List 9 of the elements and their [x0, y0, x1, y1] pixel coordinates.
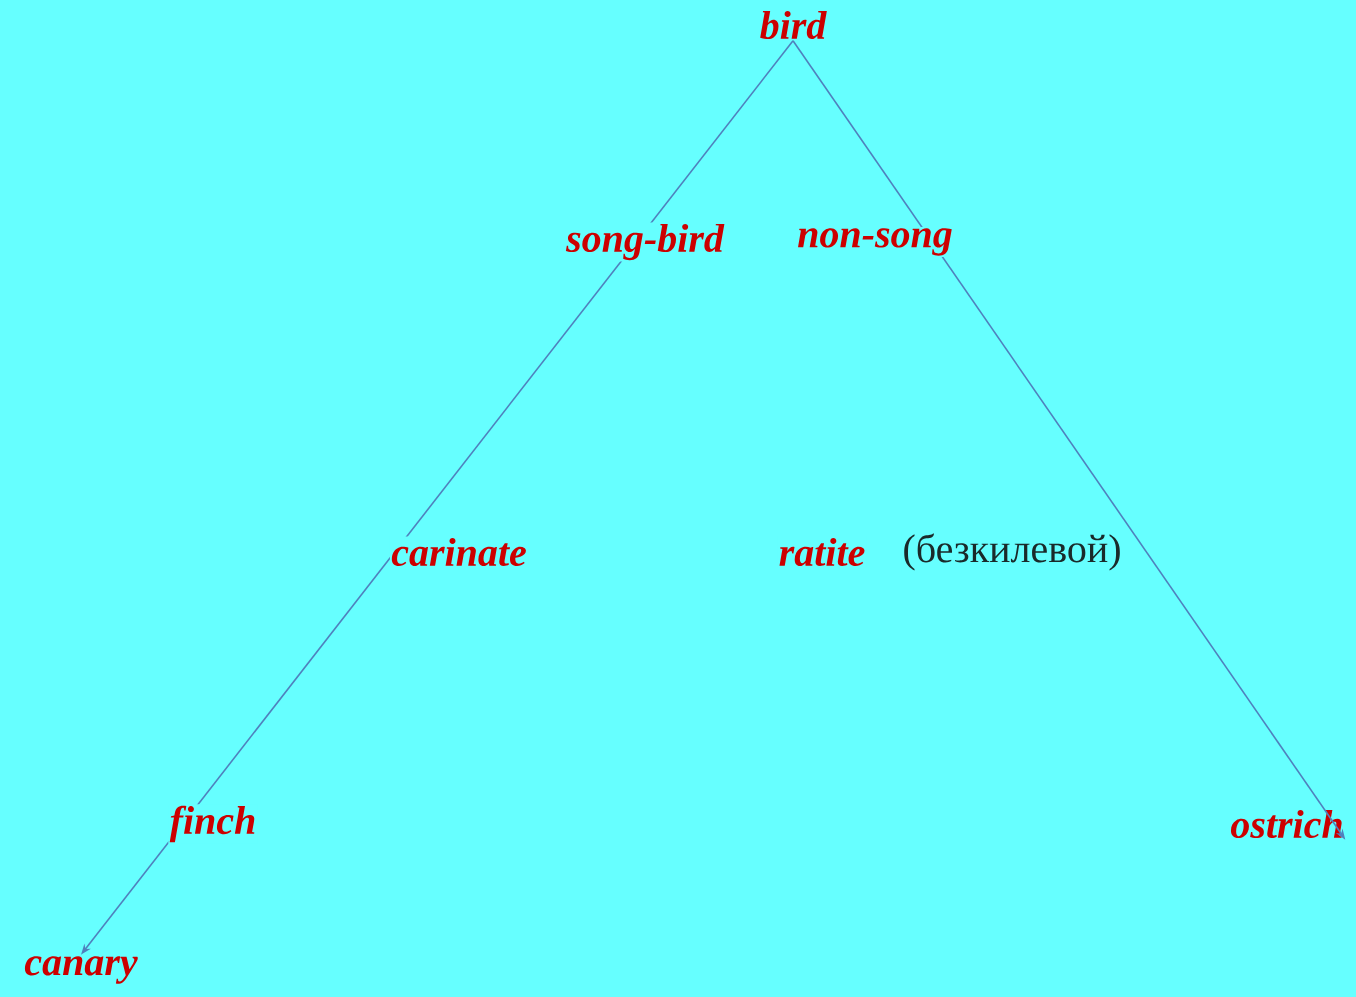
word-label: song-bird [564, 222, 726, 262]
word-label: canary [24, 956, 138, 984]
word-label: non-song [795, 227, 955, 257]
word-label: carinate [389, 536, 529, 568]
word-label: ostrich [1230, 809, 1342, 839]
word-label: ratite [777, 536, 867, 568]
word-label: bird [760, 10, 827, 40]
word-label: finch [168, 804, 258, 844]
word-label: (безкилевой) [901, 532, 1123, 572]
